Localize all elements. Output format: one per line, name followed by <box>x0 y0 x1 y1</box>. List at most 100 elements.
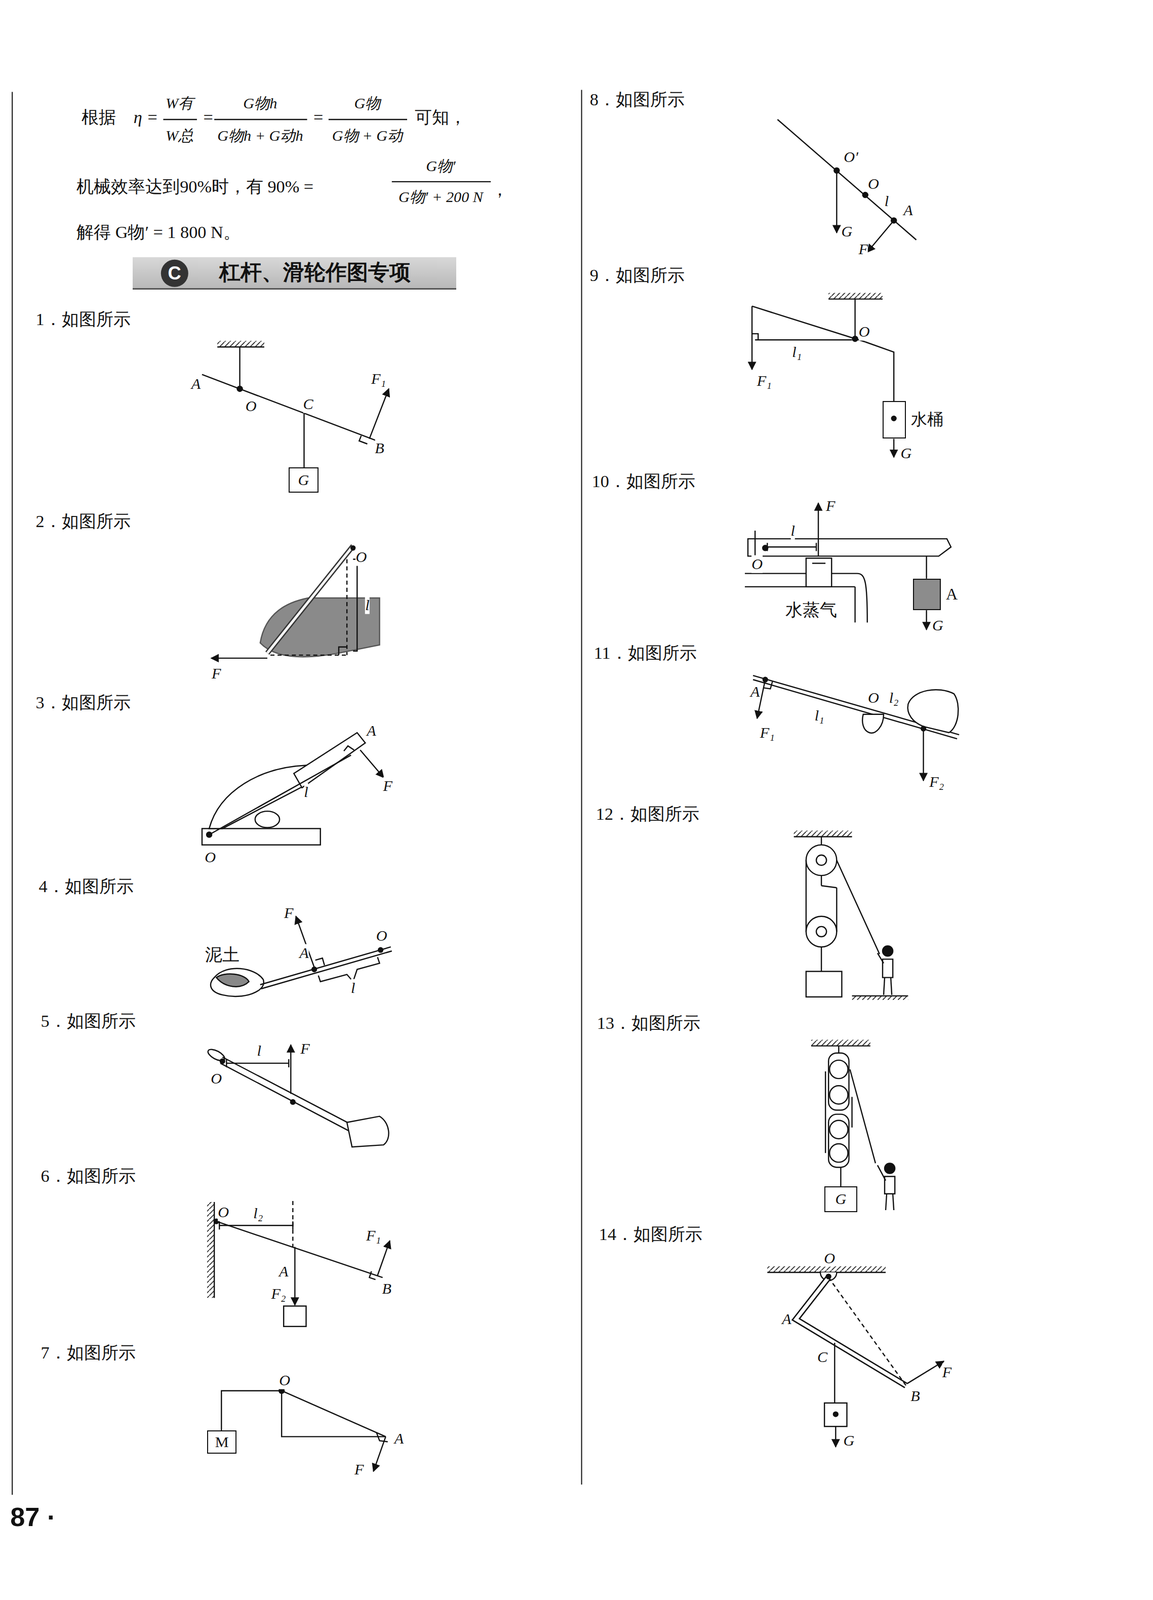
drawing-part <box>754 339 852 341</box>
drawing-part <box>817 503 819 557</box>
drawing-part <box>290 1099 296 1105</box>
question-number: 5．如图所示 <box>41 1011 136 1031</box>
drawing-part <box>829 1085 848 1104</box>
arm-label: l₂ <box>889 689 899 707</box>
drawing-part <box>921 726 926 732</box>
question-number: 12．如图所示 <box>595 804 700 824</box>
drawing-part <box>311 967 317 972</box>
drawing-part <box>360 749 384 778</box>
drawing-part <box>836 170 838 233</box>
question-number: 4．如图所示 <box>38 876 134 897</box>
drawing-part <box>214 118 307 121</box>
drawing-part <box>836 887 838 932</box>
drawing-part <box>907 689 959 733</box>
drawing-part <box>811 1040 871 1047</box>
drawing-part <box>294 1247 296 1306</box>
question-number: 7．如图所示 <box>41 1342 136 1363</box>
page-rules <box>12 90 582 1496</box>
drawing-part <box>829 1060 848 1079</box>
drawing-part <box>377 1240 390 1276</box>
formula-text: 根据 <box>81 107 116 128</box>
drawing-part <box>218 1221 220 1230</box>
formula-text: = <box>203 107 213 128</box>
force-label: F₂ <box>929 772 944 791</box>
drawing-part <box>829 1143 848 1163</box>
drawing-part <box>207 1202 215 1298</box>
drawing-part <box>391 181 491 183</box>
force-label: F <box>300 1040 310 1058</box>
drawing-part <box>838 1046 840 1054</box>
drawing-part <box>225 1059 227 1068</box>
drawing-part <box>796 1277 907 1386</box>
drawing-part <box>270 654 347 656</box>
drawing-part <box>236 386 243 392</box>
stapler-figure-3 <box>202 732 384 846</box>
point-label: O <box>245 397 257 416</box>
point-label: A <box>903 201 913 220</box>
force-label: F <box>211 664 221 683</box>
question-number: 10．如图所示 <box>591 471 696 492</box>
drawing-part <box>216 1221 383 1278</box>
drawing-part <box>260 598 380 657</box>
drawing-part <box>217 340 265 347</box>
drawing-part <box>206 1047 227 1063</box>
drawing-part <box>369 1271 376 1280</box>
drawing-part <box>163 118 197 121</box>
drawing-part <box>833 1412 839 1417</box>
fraction-numerator: G物h <box>243 94 277 112</box>
drawing-part <box>820 875 822 886</box>
question-number: 11．如图所示 <box>593 643 697 663</box>
page-number: 87 · <box>10 1501 56 1533</box>
drawing-part <box>767 1266 886 1273</box>
drawing-part <box>816 926 827 937</box>
drawing-part <box>283 1305 306 1327</box>
drawing-part <box>833 1342 836 1404</box>
drawing-part <box>216 974 249 987</box>
drawing-part <box>796 1277 907 1386</box>
drawing-part <box>281 1390 386 1438</box>
fraction-denominator: G物 + G动 <box>332 127 403 145</box>
object-box: A <box>912 578 941 611</box>
drawing-part <box>315 958 325 966</box>
drawing-part <box>288 1059 290 1068</box>
drawing-part <box>884 1163 895 1174</box>
object-box: M <box>207 1430 237 1454</box>
drawing-part <box>854 299 856 340</box>
drawing-part <box>751 306 866 343</box>
drawing-part <box>806 558 832 587</box>
drawing-part <box>220 1058 225 1064</box>
drawing-part <box>352 559 357 651</box>
point-label: A <box>394 1429 404 1448</box>
force-label: F <box>284 904 294 923</box>
section-icon: C <box>160 259 188 288</box>
section-heading: 杠杆、滑轮作图专项 <box>219 260 411 286</box>
drawing-part <box>906 1361 944 1384</box>
question-number: 14．如图所示 <box>599 1224 703 1245</box>
drawing-part <box>752 675 960 735</box>
drawing-part <box>820 946 822 972</box>
formula-text: = <box>313 107 324 128</box>
drawing-part <box>828 293 883 300</box>
drawing-part <box>346 559 348 655</box>
drawing-part <box>293 732 366 788</box>
drawing-part <box>209 754 351 835</box>
point-label: C <box>817 1348 828 1367</box>
force-label: F₁ <box>760 723 775 742</box>
point-label: B <box>381 1280 391 1298</box>
drawing-part <box>925 555 927 579</box>
arm-label: l <box>790 521 795 540</box>
drawing-part <box>865 341 894 402</box>
drawing-part <box>318 957 380 982</box>
drawing-part <box>777 119 917 241</box>
drawing-part <box>867 220 894 252</box>
drawing-part <box>369 388 389 440</box>
drawing-part <box>852 996 909 1001</box>
object-box: G <box>824 1186 857 1212</box>
object-label: 水桶 <box>910 410 944 430</box>
force-label: G <box>841 222 853 241</box>
drawing-part <box>885 1194 887 1211</box>
drawing-part <box>261 950 392 989</box>
drawing-part <box>852 336 858 342</box>
arm-label: l <box>257 1042 262 1060</box>
question-number: 8．如图所示 <box>589 90 685 110</box>
